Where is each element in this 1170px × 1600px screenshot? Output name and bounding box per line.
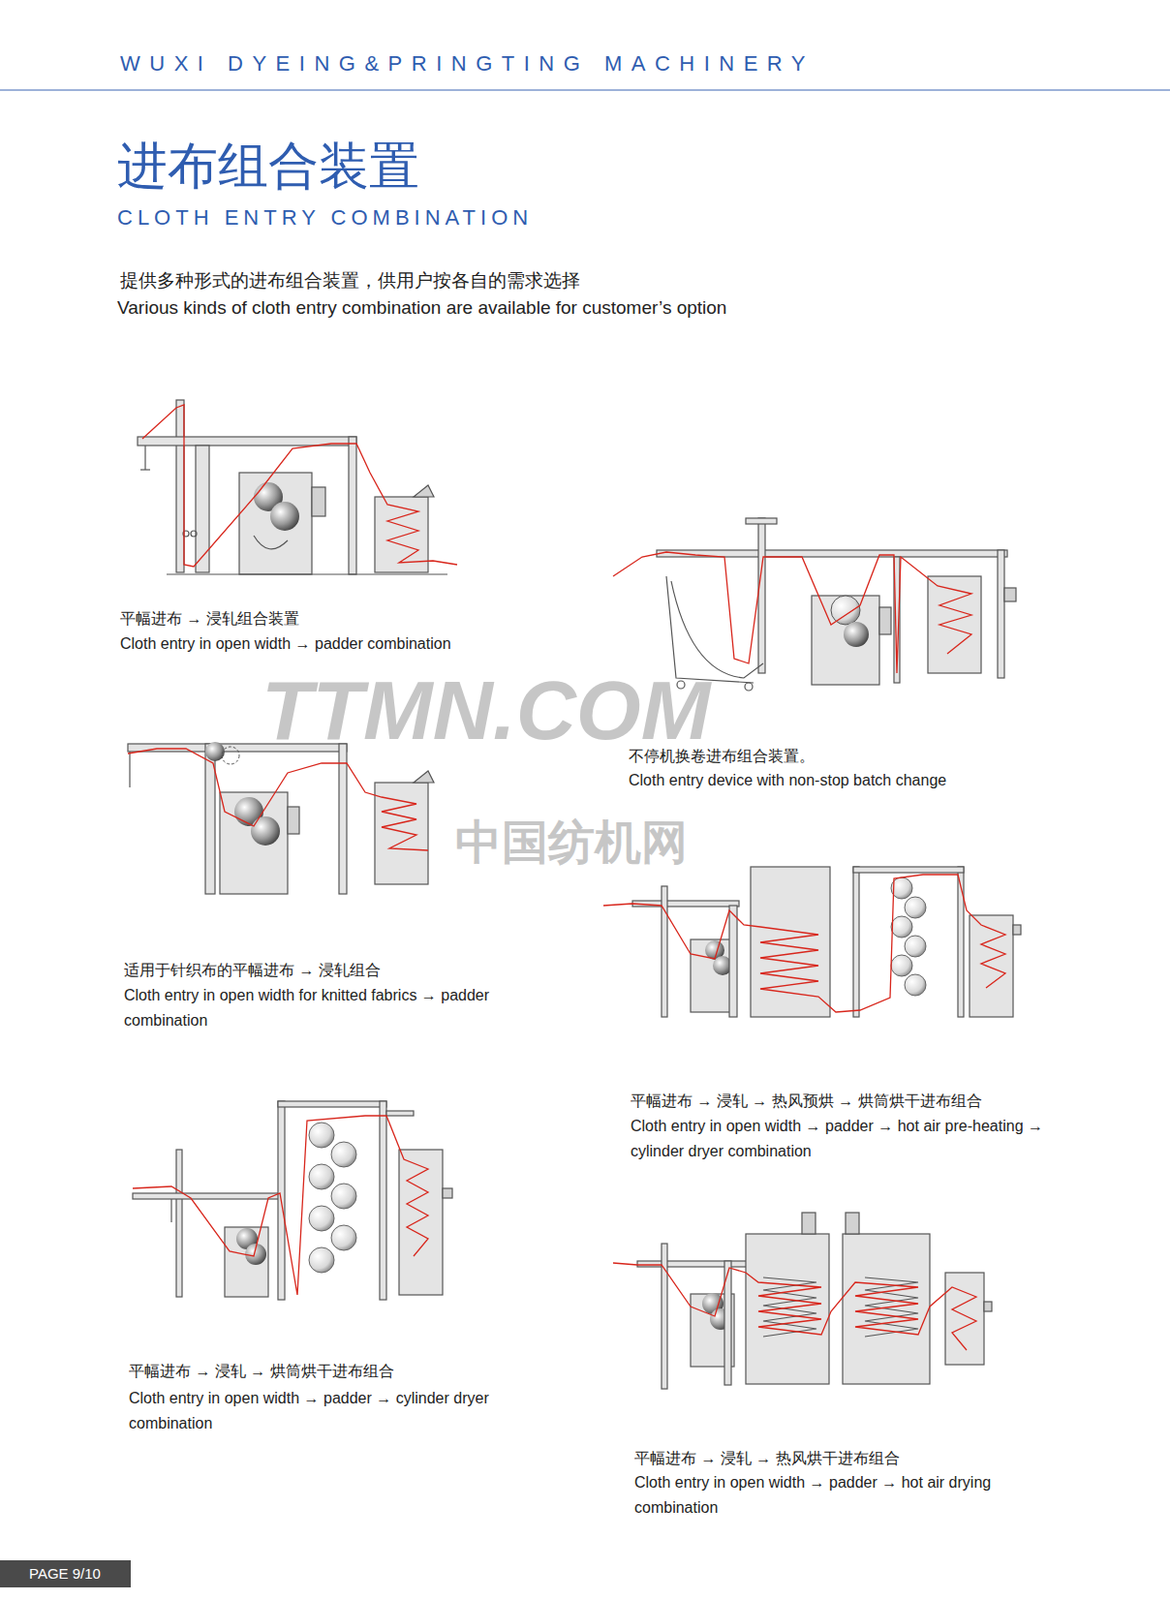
caption-zh: 平幅进布 → 浸轧 → 热风烘干进布组合 [634, 1447, 900, 1470]
caption-en: Cloth entry in open width → padder combi… [120, 631, 498, 657]
watermark: 中国纺机网 [455, 819, 688, 866]
page-number: PAGE 9/10 [0, 1560, 131, 1588]
caption-en: Cloth entry in open width → padder → cyl… [128, 1385, 497, 1437]
caption-zh: 适用于针织布的平幅进布 → 浸轧组合 [123, 958, 381, 982]
caption-zh: 平幅进布 → 浸轧组合装置 [120, 607, 300, 630]
header-text: WUXI DYEING&PRINGTING MACHINERY [120, 48, 815, 80]
caption-zh: 平幅进布 → 浸轧 → 烘筒烘干进布组合 [128, 1359, 395, 1383]
intro-text: Various kinds of cloth entry combination… [117, 294, 727, 322]
caption-en: Cloth entry in open width → padder → hot… [630, 1113, 1047, 1165]
caption-en: Cloth entry in open width for knitted fa… [123, 983, 512, 1034]
caption-zh: 平幅进布 → 浸轧 → 热风预烘 → 烘筒烘干进布组合 [630, 1089, 983, 1112]
intro-text: 提供多种形式的进布组合装置，供用户按各自的需求选择 [120, 267, 581, 295]
page-title: 进布组合装置 [117, 135, 420, 196]
caption-en: Cloth entry in open width → padder → hot… [634, 1470, 1051, 1521]
watermark: TTMN.COM [261, 668, 710, 752]
subtitle: CLOTH ENTRY COMBINATION [117, 202, 533, 234]
caption-en: Cloth entry device with non-stop batch c… [628, 769, 947, 792]
